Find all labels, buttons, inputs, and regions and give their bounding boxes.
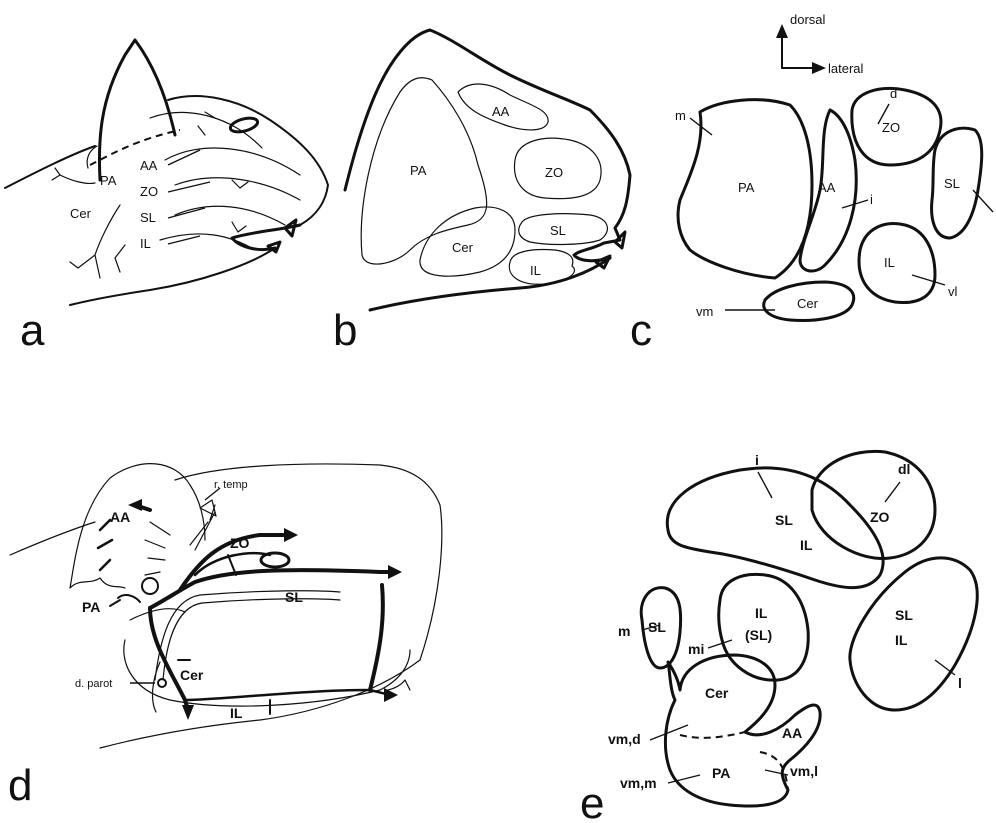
panel-letter-d: d <box>8 761 32 810</box>
d-label-pa: PA <box>82 599 100 615</box>
e-leader-vm-l: vm,l <box>790 763 818 779</box>
a-label-il: IL <box>140 236 151 251</box>
a-label-pa: PA <box>100 173 117 188</box>
e-leader-m: m <box>618 623 630 639</box>
e-label-aa: AA <box>782 725 802 741</box>
c-label-pa: PA <box>738 180 755 195</box>
e-leader-vm-m: vm,m <box>620 775 657 791</box>
c-leader-d: d <box>890 86 897 101</box>
d-label-cer: Cer <box>180 667 204 683</box>
c-orientation-lateral: lateral <box>828 61 864 76</box>
e-label-il-mid: IL <box>755 605 768 621</box>
d-label-aa: AA <box>110 509 130 525</box>
e-region-zo <box>812 451 935 558</box>
b-label-pa: PA <box>410 163 427 178</box>
e-label-cer: Cer <box>705 685 729 701</box>
e-label-zo: ZO <box>870 509 890 525</box>
panel-letter-e: e <box>580 779 604 823</box>
d-label-il: IL <box>230 705 243 721</box>
c-orientation-dorsal: dorsal <box>790 12 826 27</box>
b-label-cer: Cer <box>452 240 474 255</box>
b-region-il <box>509 250 574 285</box>
b-label-il: IL <box>530 263 541 278</box>
panel-c: dorsal lateral m d i vl vm PA AA ZO SL I… <box>630 12 993 355</box>
e-label-sl-mid: (SL) <box>745 627 772 643</box>
d-label-sl: SL <box>285 589 303 605</box>
c-leader-vm: vm <box>696 304 713 319</box>
c-label-aa: AA <box>818 180 836 195</box>
e-leader-mi: mi <box>688 641 704 657</box>
c-label-sl: SL <box>944 176 960 191</box>
c-region-il <box>859 224 935 303</box>
a-label-aa: AA <box>140 158 158 173</box>
panel-letter-a: a <box>20 306 45 355</box>
e-leader-i: i <box>755 452 759 468</box>
d-label-r-temp: r. temp <box>214 479 248 491</box>
e-leader-dl: dl <box>898 461 910 477</box>
c-label-il: IL <box>884 255 895 270</box>
panel-e: i dl m mi l vm,d vm,l vm,m SL IL ZO SL I… <box>580 451 977 823</box>
c-leader-i: i <box>870 192 873 207</box>
e-label-sl-small: SL <box>648 619 666 635</box>
b-label-zo: ZO <box>545 165 563 180</box>
e-label-il-right: IL <box>895 632 908 648</box>
a-label-cer: Cer <box>70 206 92 221</box>
e-leader-vm-d: vm,d <box>608 731 641 747</box>
c-label-cer: Cer <box>797 296 819 311</box>
b-label-sl: SL <box>550 223 566 238</box>
e-leader-l: l <box>958 675 962 691</box>
d-label-d-parot: d. parot <box>75 678 112 690</box>
panel-d: AA ZO SL PA Cer IL r. temp d. parot d <box>8 464 442 810</box>
e-label-il-top: IL <box>800 537 813 553</box>
panel-a: PA AA ZO SL IL Cer a <box>5 40 328 355</box>
panel-letter-c: c <box>630 306 652 355</box>
c-leader-vl: vl <box>948 284 958 299</box>
a-label-sl: SL <box>140 210 156 225</box>
panel-b: PA AA ZO Cer SL IL b <box>333 30 630 355</box>
a-label-zo: ZO <box>140 184 158 199</box>
e-label-sl-top: SL <box>775 512 793 528</box>
c-label-zo: ZO <box>882 120 900 135</box>
panel-letter-b: b <box>333 306 357 355</box>
b-label-aa: AA <box>492 104 510 119</box>
e-label-pa: PA <box>712 765 730 781</box>
e-label-sl-right: SL <box>895 607 913 623</box>
c-leader-m: m <box>675 108 686 123</box>
d-label-zo: ZO <box>230 535 250 551</box>
